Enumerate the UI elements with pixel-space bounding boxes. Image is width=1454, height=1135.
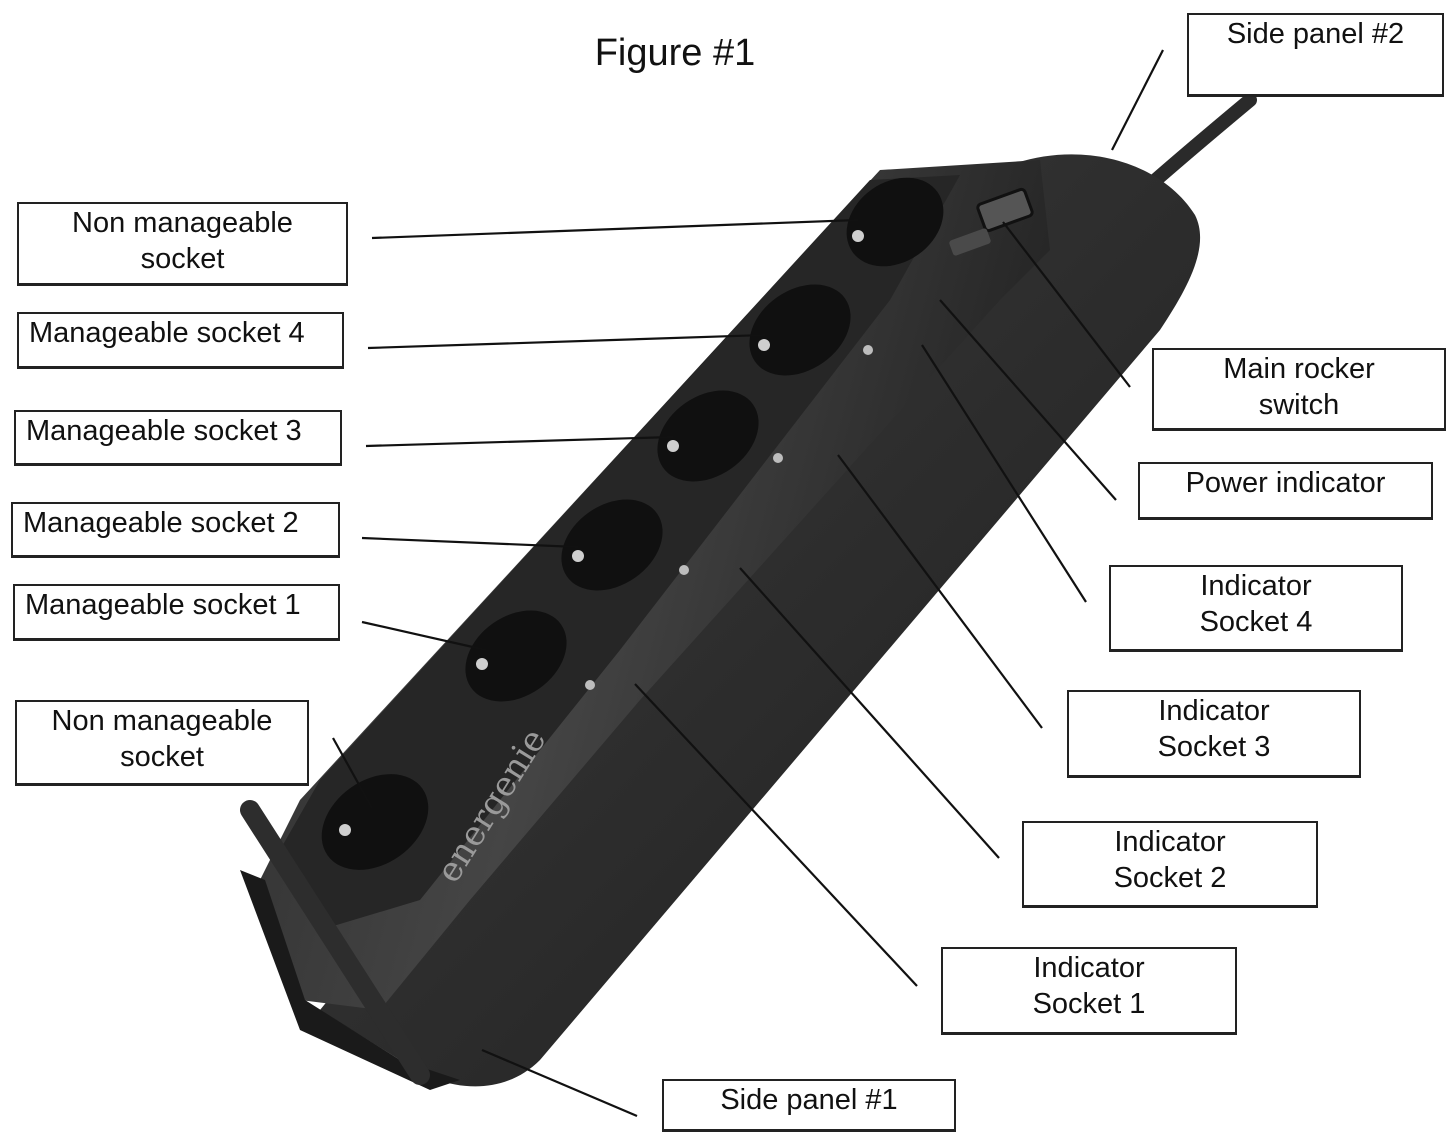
leader-non-manageable-bottom (332, 737, 373, 809)
socket-non-manageable-bottom (321, 774, 429, 870)
end-cap-bottom (240, 870, 460, 1090)
antenna (240, 800, 430, 1085)
label-main-rocker-switch: Main rocker switch (1152, 348, 1446, 431)
led-socket-3 (773, 453, 783, 463)
leader-manageable-1 (361, 620, 487, 652)
led-socket-1 (585, 680, 595, 690)
figure-title: Figure #1 (594, 32, 756, 74)
leader-main-rocker-switch (1002, 221, 1131, 388)
label-manageable-socket-2: Manageable socket 2 (11, 502, 340, 558)
leader-power-indicator (939, 299, 1117, 501)
label-indicator-socket-1: Indicator Socket 1 (941, 947, 1237, 1035)
label-manageable-socket-3: Manageable socket 3 (14, 410, 342, 466)
strip-side-face (320, 154, 1201, 1087)
leader-manageable-4 (367, 333, 766, 350)
label-manageable-socket-4: Manageable socket 4 (17, 312, 344, 369)
leader-manageable-3 (365, 435, 674, 448)
label-manageable-socket-1: Manageable socket 1 (13, 584, 340, 641)
leader-manageable-2 (361, 536, 579, 549)
leader-lines (332, 49, 1164, 1118)
socket-manageable-4 (749, 284, 851, 376)
rocker-switch-shape (976, 187, 1034, 233)
label-indicator-socket-2: Indicator Socket 2 (1022, 821, 1318, 908)
socket-manageable-1 (465, 610, 567, 702)
power-indicator-shape (949, 228, 991, 256)
led-socket-2 (679, 565, 689, 575)
leader-indicator-socket-1 (634, 683, 918, 987)
label-indicator-socket-4: Indicator Socket 4 (1109, 565, 1403, 652)
socket-manageable-2 (561, 499, 663, 591)
leader-indicator-socket-4 (921, 344, 1087, 603)
power-cord (1143, 93, 1257, 192)
label-side-panel-1: Side panel #1 (662, 1079, 956, 1132)
label-non-manageable-socket-bottom: Non manageable socket (15, 700, 309, 786)
label-non-manageable-socket-top: Non manageable socket (17, 202, 348, 286)
leader-indicator-socket-3 (837, 454, 1043, 729)
label-power-indicator: Power indicator (1138, 462, 1433, 520)
label-side-panel-2: Side panel #2 (1187, 13, 1444, 97)
socket-non-manageable-top (846, 177, 944, 267)
led-socket-4 (863, 345, 873, 355)
leader-side-panel-1 (481, 1048, 638, 1118)
leader-non-manageable-top (371, 218, 859, 240)
label-indicator-socket-3: Indicator Socket 3 (1067, 690, 1361, 778)
leader-side-panel-2 (1111, 49, 1164, 151)
leader-indicator-socket-2 (739, 567, 1000, 859)
socket-manageable-3 (657, 390, 759, 482)
